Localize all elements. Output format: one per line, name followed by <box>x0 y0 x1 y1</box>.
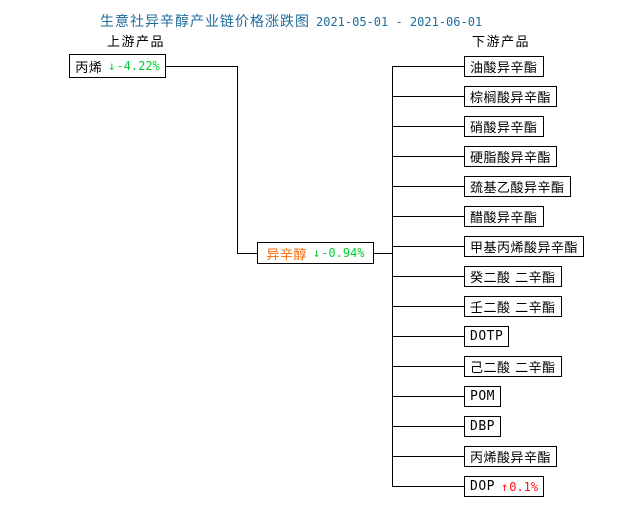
connector-focus-in <box>237 253 258 254</box>
node-upstream-propylene[interactable]: 丙烯 ↓-4.22% <box>69 54 166 78</box>
node-label: 巯基乙酸异辛酯 <box>470 181 565 196</box>
change-value: 0.1% <box>509 479 539 494</box>
node-label: 棕榈酸异辛酯 <box>470 91 552 106</box>
node-downstream-0[interactable]: 油酸异辛酯 <box>464 56 544 77</box>
connector-upstream-v <box>237 66 238 254</box>
node-downstream-3[interactable]: 硬脂酸异辛酯 <box>464 146 558 167</box>
node-label: 己二酸 二辛酯 <box>470 361 556 376</box>
chart-title: 生意社异辛醇产业链价格涨跌图 <box>100 14 310 30</box>
node-label: 壬二酸 二辛酯 <box>470 301 556 316</box>
node-downstream-6[interactable]: 甲基丙烯酸异辛酯 <box>464 236 585 257</box>
node-downstream-12[interactable]: DBP <box>464 416 501 437</box>
up-arrow-icon: ↑ <box>500 479 509 494</box>
connector-branch <box>392 216 464 217</box>
change-value: -4.22% <box>116 59 160 73</box>
node-downstream-13[interactable]: 丙烯酸异辛酯 <box>464 446 558 467</box>
connector-branch <box>392 156 464 157</box>
connector-branch <box>392 66 464 67</box>
connector-branch <box>392 366 464 367</box>
node-downstream-1[interactable]: 棕榈酸异辛酯 <box>464 86 558 107</box>
change-value: -0.94% <box>321 246 365 260</box>
node-label: 硬脂酸异辛酯 <box>470 151 552 166</box>
connector-focus-out <box>374 253 393 254</box>
connector-branch <box>392 396 464 397</box>
downstream-section-label: 下游产品 <box>472 35 531 50</box>
page-title: 生意社异辛醇产业链价格涨跌图 2021-05-01 - 2021-06-01 <box>100 11 482 31</box>
node-downstream-7[interactable]: 癸二酸 二辛酯 <box>464 266 562 287</box>
connector-branch <box>392 456 464 457</box>
node-label: 癸二酸 二辛酯 <box>470 271 556 286</box>
node-label: DOTP <box>470 329 504 344</box>
node-downstream-4[interactable]: 巯基乙酸异辛酯 <box>464 176 571 197</box>
node-label: DOP <box>470 479 495 494</box>
down-arrow-icon: ↓ <box>312 246 321 260</box>
node-label: 丙烯 <box>75 60 103 76</box>
connector-branch <box>392 186 464 187</box>
connector-branch <box>392 276 464 277</box>
connector-upstream-h <box>166 66 238 67</box>
node-label: DBP <box>470 419 495 434</box>
connector-branch <box>392 306 464 307</box>
node-label: 甲基丙烯酸异辛酯 <box>470 241 579 256</box>
node-label: 丙烯酸异辛酯 <box>470 451 552 466</box>
node-downstream-8[interactable]: 壬二酸 二辛酯 <box>464 296 562 317</box>
node-downstream-11[interactable]: POM <box>464 386 501 407</box>
node-downstream-9[interactable]: DOTP <box>464 326 510 347</box>
node-downstream-14[interactable]: DOP ↑0.1% <box>464 476 545 497</box>
node-label: 异辛醇 <box>266 247 307 263</box>
upstream-section-label: 上游产品 <box>107 35 166 50</box>
connector-branch <box>392 246 464 247</box>
node-downstream-2[interactable]: 硝酸异辛酯 <box>464 116 544 137</box>
connector-branch <box>392 426 464 427</box>
connector-branch <box>392 126 464 127</box>
node-label: 醋酸异辛酯 <box>470 211 538 226</box>
connector-branch <box>392 336 464 337</box>
node-label: POM <box>470 389 495 404</box>
node-focus-isooctanol[interactable]: 异辛醇 ↓-0.94% <box>257 242 374 264</box>
connector-branch <box>392 96 464 97</box>
node-downstream-5[interactable]: 醋酸异辛酯 <box>464 206 544 227</box>
node-label: 硝酸异辛酯 <box>470 121 538 136</box>
node-downstream-10[interactable]: 己二酸 二辛酯 <box>464 356 562 377</box>
down-arrow-icon: ↓ <box>108 59 116 73</box>
node-label: 油酸异辛酯 <box>470 61 538 76</box>
chart-date-range: 2021-05-01 - 2021-06-01 <box>316 15 483 29</box>
connector-branch <box>392 486 464 487</box>
